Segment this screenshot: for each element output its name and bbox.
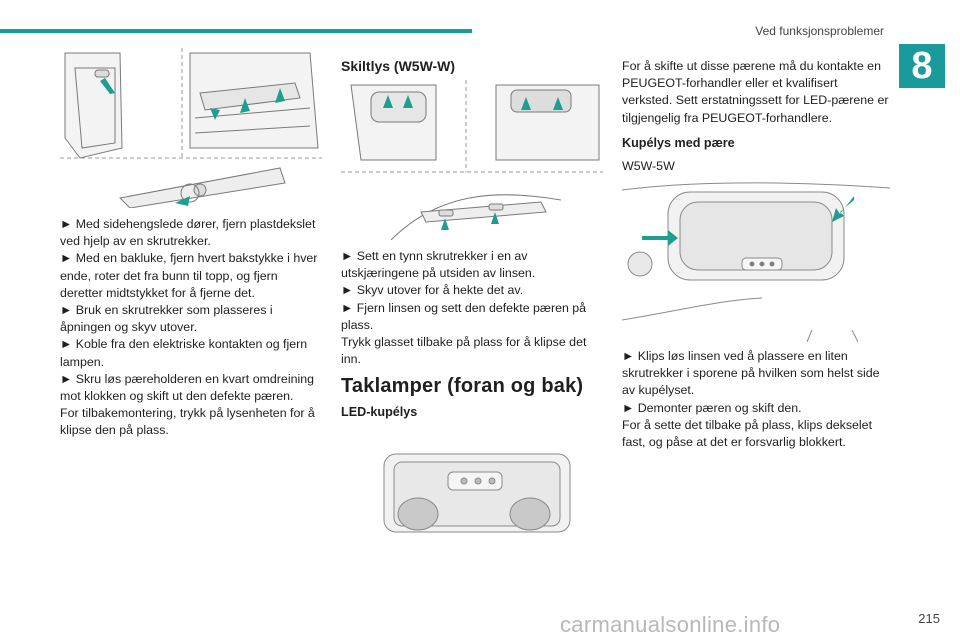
subheading-bulb-lamp: Kupélys med pære — [622, 135, 735, 150]
watermark: carmanualsonline.info — [560, 612, 781, 637]
section-heading-plate-light: Skiltlys (W5W-W) — [341, 58, 456, 74]
instruction-step: ► Sett en tynn skrutrekker i en av utskj… — [341, 249, 536, 281]
instruction-note: Trykk glasset tilbake på plass for å kli… — [341, 335, 587, 367]
bulb-code: W5W-5W — [622, 159, 675, 174]
instruction-step: ► Klips løs linsen ved å plassere en lit… — [622, 349, 880, 398]
illustration-led-dome-light — [383, 453, 571, 533]
section-title-ceiling-lamps: Taklamper (foran og bak) — [341, 375, 584, 398]
instruction-step: ► Koble fra den elektriske kontakten og … — [60, 337, 308, 369]
illustration-plate-light — [341, 80, 603, 240]
instruction-step: ► Med sidehengslede dører, fjern plastde… — [60, 217, 316, 249]
column-2-heading-block: Skiltlys (W5W-W) — [341, 58, 603, 75]
intro-paragraph: For å skifte ut disse pærene må du konta… — [622, 59, 889, 125]
column-2-text: ► Sett en tynn skrutrekker i en av utskj… — [341, 248, 603, 421]
instruction-step: ► Demonter pæren og skift den. — [622, 400, 802, 415]
subheading-led-lamp: LED-kupélys — [341, 404, 418, 419]
header-accent-bar — [0, 29, 472, 33]
instruction-step: ► Skyv utover for å hekte det av. — [341, 283, 524, 298]
instruction-note: For å sette det tilbake på plass, klips … — [622, 417, 873, 450]
chapter-badge: 8 — [899, 44, 945, 88]
instruction-step: ► Skru løs pæreholderen en kvart omdrein… — [60, 371, 314, 404]
illustration-rear-lamp-removal — [60, 48, 322, 208]
instruction-note: For tilbakemontering, trykk på lysenhete… — [60, 406, 315, 438]
page-header-title: Ved funksjonsproblemer — [755, 24, 884, 38]
column-3-text-bottom: ► Klips løs linsen ved å plassere en lit… — [622, 348, 890, 451]
page-number: 215 — [918, 611, 940, 626]
instruction-step: ► Fjern linsen og sett den defekte pæren… — [341, 300, 587, 332]
illustration-bulb-dome-light — [622, 182, 890, 342]
instruction-step: ► Med en bakluke, fjern hvert bakstykke … — [60, 251, 318, 300]
column-3-text-top: For å skifte ut disse pærene må du konta… — [622, 58, 890, 175]
instruction-step: ► Bruk en skrutrekker som plasseres i åp… — [60, 303, 273, 335]
column-1-text: ► Med sidehengslede dører, fjern plastde… — [60, 216, 322, 440]
